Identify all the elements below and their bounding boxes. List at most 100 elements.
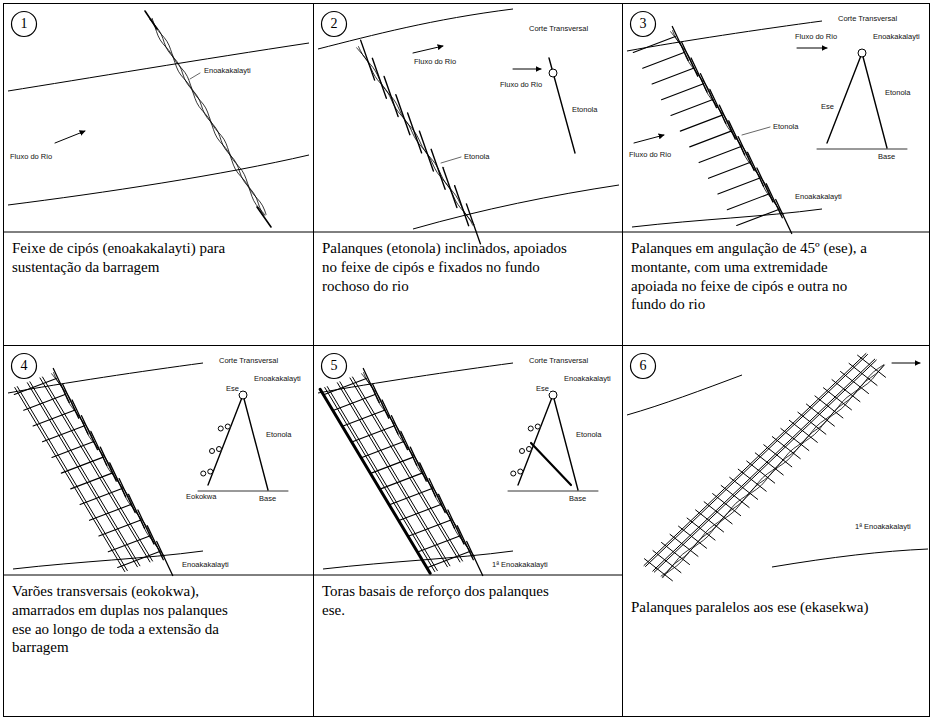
etonola-stake: [738, 137, 754, 171]
vine-bundle: [150, 20, 264, 216]
panel-illustration: [623, 21, 929, 233]
step-number: 6: [629, 352, 657, 380]
step-panel: Feixe de cipós (enoakakalayti) para sust…: [3, 3, 314, 346]
eokokwa-rod: [653, 359, 875, 571]
etonola-stake: [53, 369, 69, 403]
caption-text: Feixe de cipós (enoakakalayti) para sust…: [12, 239, 240, 277]
part-label: Enoakakalayti: [181, 561, 230, 569]
part-label: Base: [877, 153, 896, 161]
eokokwa-section: [208, 469, 213, 474]
panel-illustration: [314, 9, 622, 244]
callout-number: 1: [10, 10, 38, 38]
eokokwa-section: [535, 424, 540, 429]
etonola-stake: [457, 526, 473, 560]
flow-arrow: [892, 363, 920, 364]
base-log: [531, 443, 571, 485]
vine-bundle: [152, 18, 266, 214]
river-bottom: [817, 149, 907, 150]
part-label: Fluxo do Rio: [413, 58, 457, 66]
eokokwa-section: [520, 449, 525, 454]
part-label: Ese: [225, 385, 240, 393]
eokokwa-rod: [340, 382, 450, 566]
eokokwa-section: [201, 471, 206, 476]
flow-arrow: [55, 131, 85, 143]
etonola-stake: [110, 463, 126, 497]
eokokwa-section: [217, 447, 222, 452]
callout-number: 6: [629, 352, 657, 380]
river-bottom: [198, 491, 288, 492]
panel-illustration: [4, 363, 313, 575]
flow-arrow: [413, 46, 443, 53]
river-bottom: [508, 491, 598, 492]
vine-bundle-section: [549, 391, 557, 399]
caption-divider: [4, 575, 313, 576]
ese-section: [208, 395, 243, 485]
vine-bundle: [151, 19, 265, 215]
panel-illustration: [627, 354, 928, 581]
eokokwa-rod: [350, 378, 460, 562]
etonola-stake: [448, 510, 464, 544]
vine-bundle-section: [239, 391, 247, 399]
etonola-section: [553, 395, 578, 490]
step-panel: Toras basais de reforço dos palanques es…: [313, 345, 623, 717]
caption-divider: [4, 232, 313, 233]
vine-bundle: [364, 373, 475, 557]
vine-bundle: [357, 48, 473, 225]
caption-divider: [623, 232, 929, 233]
part-label: Ese: [820, 103, 835, 111]
vine-bundle: [54, 373, 165, 557]
part-label: Base: [568, 495, 587, 503]
etonola-stake: [129, 494, 145, 528]
etonola-stake: [392, 416, 408, 450]
stake: [257, 207, 271, 227]
etonola-stake: [719, 105, 735, 139]
step-number: 4: [10, 352, 38, 380]
etonola-stake: [91, 431, 107, 465]
leader-line: [742, 127, 770, 135]
caption-text: Palanques paralelos aos ese (ekasekwa): [631, 598, 881, 617]
ese-stake: [652, 68, 694, 84]
ese-stake: [709, 162, 751, 178]
callout-number: 3: [629, 10, 657, 38]
part-label: Enoakakalayti: [203, 67, 252, 75]
ese-section: [827, 53, 862, 143]
ese-stake: [662, 84, 704, 100]
eokokwa-rod: [644, 354, 866, 566]
caption-text: Palanques em angulação de 45º (ese), a m…: [631, 239, 867, 314]
part-label: Corte Transversal: [528, 25, 589, 33]
eokokwa-section: [511, 471, 516, 476]
etonola-stake: [72, 400, 88, 434]
etonola-stake: [672, 27, 688, 61]
step-number: 1: [10, 10, 38, 38]
eokokwa-section: [528, 426, 533, 431]
eokokwa-rod: [27, 383, 137, 567]
panel-illustration: [314, 363, 622, 575]
eokokwa-section: [518, 469, 523, 474]
river-bank: [318, 363, 513, 393]
etonola-stake: [147, 526, 163, 560]
part-label: Enoakakalayti: [563, 375, 612, 383]
river-bank: [8, 155, 309, 205]
vine-bundle-section: [549, 69, 557, 77]
part-label: Enoakakalayti: [794, 193, 843, 201]
part-label: Fluxo do Rio: [628, 151, 672, 159]
etonola-stake: [776, 199, 792, 233]
vine-bundle: [359, 47, 475, 225]
caption-text: Palanques (etonola) inclinados, apoiados…: [322, 239, 572, 295]
ese-section: [518, 395, 553, 485]
etonola-stake: [439, 494, 455, 528]
etonola-section: [243, 395, 268, 490]
river-bank: [8, 43, 309, 91]
etonola-stake: [748, 152, 764, 186]
eokokwa-rod: [337, 383, 447, 567]
base-log: [320, 389, 430, 573]
vine-bundle: [673, 31, 784, 215]
vine-bundle: [662, 365, 884, 577]
leader-line: [190, 73, 200, 79]
part-label: Enoakakalayti: [872, 33, 921, 41]
eokokwa-rod: [30, 382, 140, 566]
eokokwa-rod: [646, 355, 868, 567]
river-bank: [772, 549, 928, 567]
callout-number: 5: [320, 352, 348, 380]
etonola-stake: [138, 510, 154, 544]
